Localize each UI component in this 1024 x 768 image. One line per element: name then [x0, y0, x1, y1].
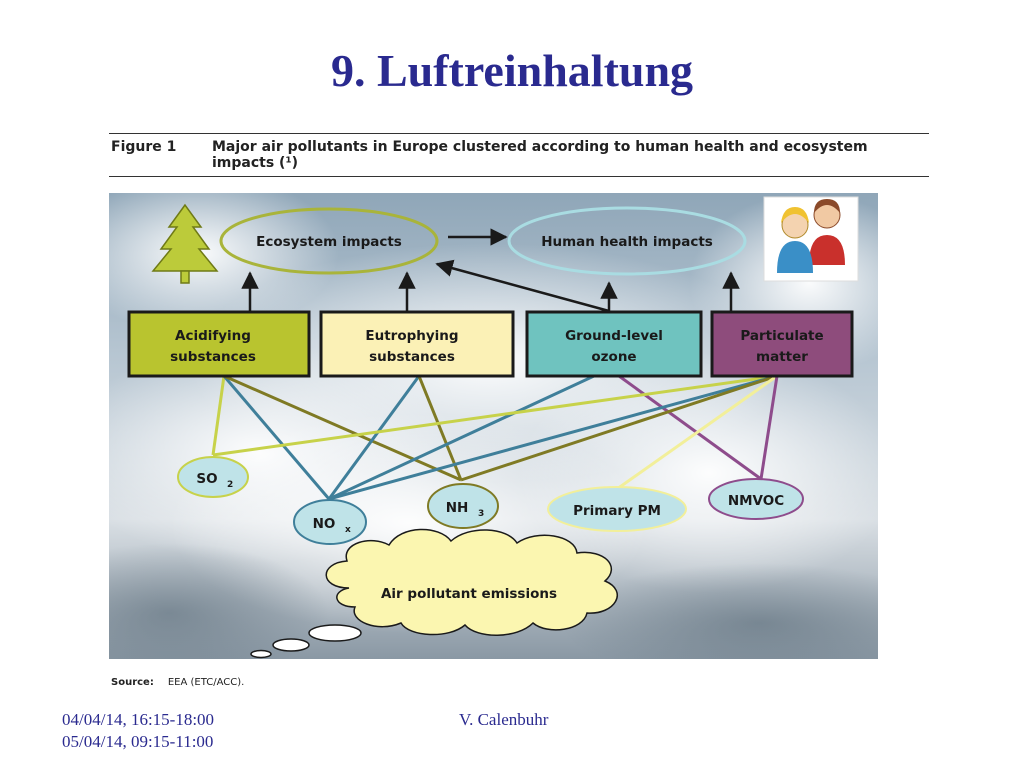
- link-acid-nh3: [223, 374, 462, 482]
- pollutant-nh3: NH 3: [427, 483, 499, 529]
- pollutant-nox: NO x: [293, 499, 367, 545]
- category-eutrophying: Eutrophying substances: [319, 310, 515, 378]
- link-eutro-nh3: [417, 375, 463, 481]
- svg-text:matter: matter: [756, 349, 808, 365]
- pollutant-links: [211, 374, 779, 501]
- svg-text:Primary PM: Primary PM: [573, 503, 661, 519]
- link-pm-so2: [212, 374, 778, 457]
- human-health-impacts-label: Human health impacts: [541, 234, 713, 250]
- category-particulate-matter: Particulate matter: [710, 310, 854, 378]
- svg-text:NMVOC: NMVOC: [728, 493, 784, 509]
- source-text: EEA (ETC/ACC).: [167, 677, 245, 688]
- link-pm-primary: [616, 374, 778, 491]
- svg-text:substances: substances: [170, 349, 256, 365]
- category-acidifying: Acidifying substances: [127, 310, 311, 378]
- link-pm-nmvoc: [759, 375, 779, 480]
- human-health-impacts-oval: [507, 206, 747, 276]
- figure-top-rule: [109, 133, 929, 134]
- figure-label: Figure 1: [111, 139, 177, 155]
- link-pm-nh3: [460, 374, 778, 482]
- link-ozone-nmvoc: [618, 374, 762, 481]
- svg-text:substances: substances: [369, 349, 455, 365]
- svg-text:ozone: ozone: [591, 349, 636, 365]
- pollutant-so2: SO 2: [177, 456, 249, 498]
- figure-source: Source: EEA (ETC/ACC).: [111, 677, 244, 688]
- ecosystem-impacts-oval: [219, 207, 439, 275]
- svg-text:2: 2: [227, 480, 233, 490]
- link-eutro-nox: [327, 375, 421, 500]
- link-acid-so2: [211, 375, 226, 456]
- slide-title: 9. Luftreinhaltung: [330, 45, 694, 96]
- footer-dates: 04/04/14, 16:15-18:00 05/04/14, 09:15-11…: [62, 709, 214, 753]
- footer-date-2: 05/04/14, 09:15-11:00: [62, 732, 214, 751]
- pollutant-primary-pm: Primary PM: [547, 486, 687, 532]
- air-pollutant-diagram: Ecosystem impacts Human health impacts A…: [9, 173, 959, 683]
- svg-text:NO: NO: [313, 516, 336, 532]
- link-acid-nox: [222, 375, 331, 500]
- pollutant-nmvoc: NMVOC: [708, 478, 804, 520]
- svg-text:3: 3: [478, 509, 484, 519]
- impact-arrows: [241, 228, 740, 313]
- svg-text:Particulate: Particulate: [740, 328, 823, 344]
- emissions-cloud: [250, 528, 618, 659]
- tree-icon: [151, 203, 219, 284]
- svg-text:x: x: [345, 525, 351, 535]
- ecosystem-impacts-label: Ecosystem impacts: [256, 234, 402, 250]
- category-ground-level-ozone: Ground-level ozone: [525, 310, 703, 378]
- footer-date-1: 04/04/14, 16:15-18:00: [62, 710, 215, 729]
- people-icon: [763, 196, 859, 282]
- link-ozone-nox: [328, 374, 595, 501]
- svg-text:SO: SO: [196, 471, 217, 487]
- svg-text:Eutrophying: Eutrophying: [365, 328, 458, 344]
- svg-text:Acidifying: Acidifying: [175, 328, 251, 344]
- footer-author: V. Calenbuhr: [459, 710, 549, 729]
- figure-caption: Major air pollutants in Europe clustered…: [212, 139, 868, 171]
- source-label: Source:: [111, 677, 154, 688]
- svg-text:Ground-level: Ground-level: [565, 328, 663, 344]
- svg-text:NH: NH: [446, 500, 469, 516]
- figure-caption-rule: [109, 176, 929, 177]
- emissions-label: Air pollutant emissions: [381, 586, 557, 602]
- link-pm-nox: [328, 374, 778, 501]
